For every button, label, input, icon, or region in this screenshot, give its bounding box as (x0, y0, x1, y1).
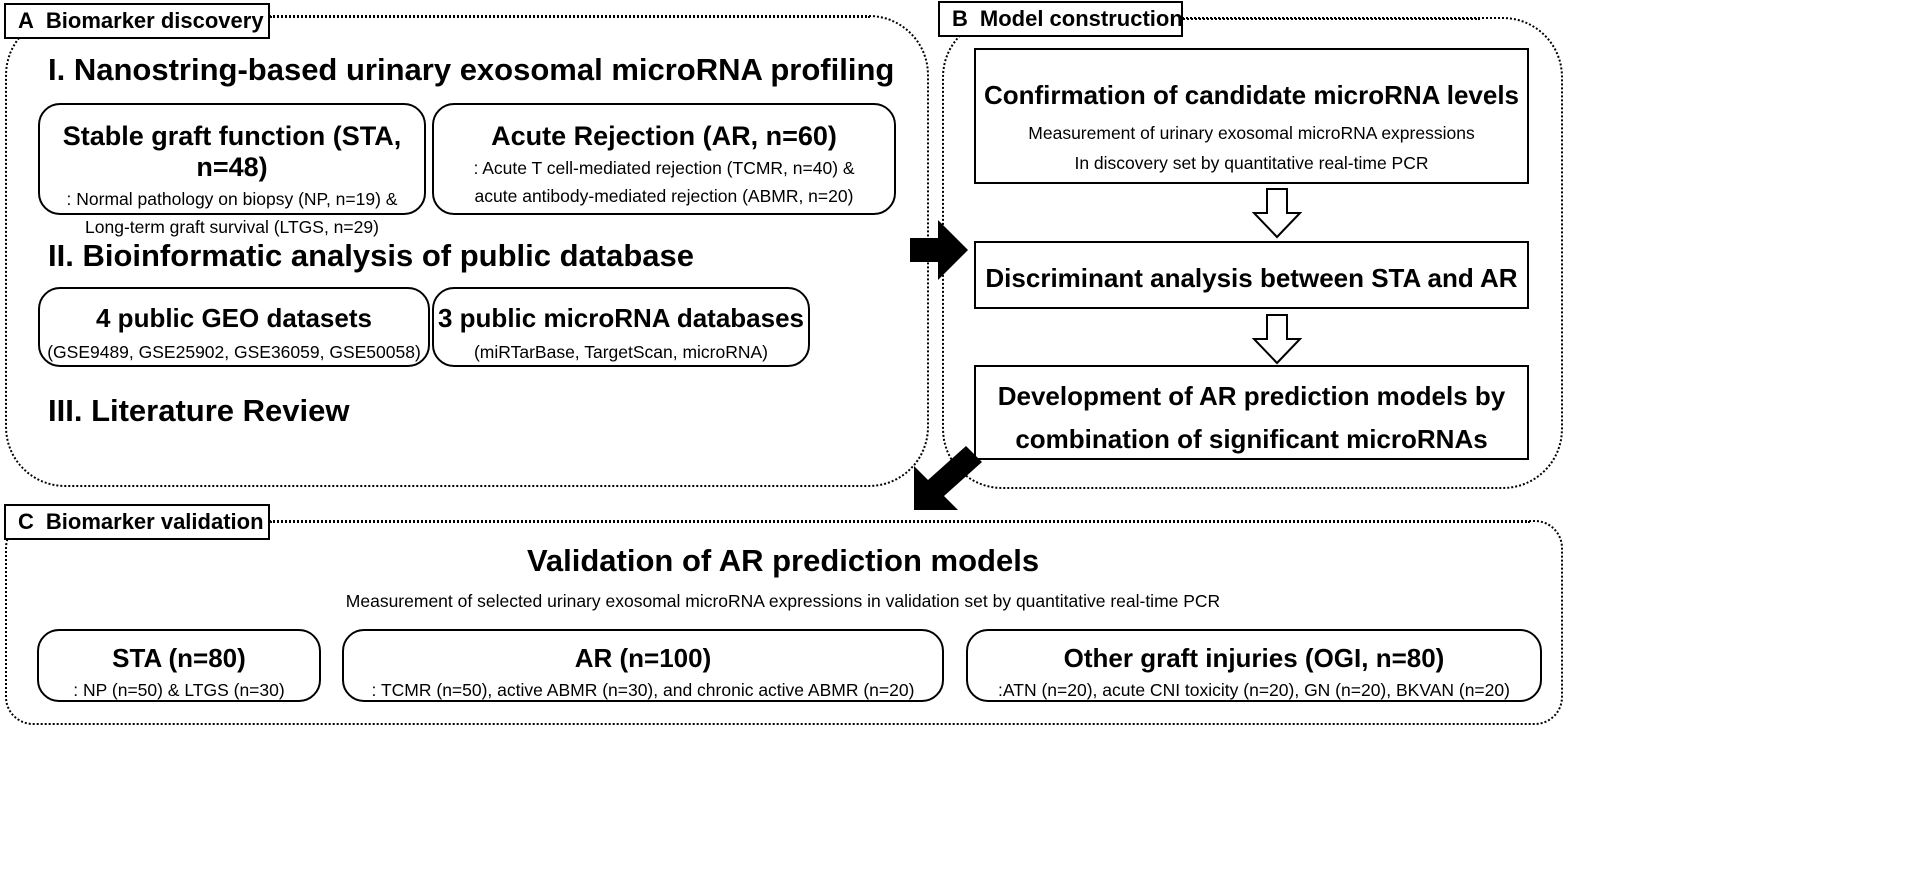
ar-validation-line1: : TCMR (n=50), active ABMR (n=30), and c… (371, 680, 915, 700)
mirna-databases-box: 3 public microRNA databases (miRTarBase,… (432, 287, 810, 367)
ar-validation-box: AR (n=100) : TCMR (n=50), active ABMR (n… (342, 629, 944, 702)
panel-a-label-text: Biomarker discovery (45, 8, 264, 33)
panel-b-label: B Model construction (938, 1, 1183, 37)
geo-datasets-line1: (GSE9489, GSE25902, GSE36059, GSE50058) (47, 342, 421, 362)
discriminant-title: Discriminant analysis between STA and AR (985, 263, 1518, 293)
down-arrow-icon (1252, 314, 1302, 365)
ogi-validation-title: Other graft injuries (OGI, n=80) (1063, 643, 1445, 673)
sta-discovery-line2: Long-term graft survival (LTGS, n=29) (85, 217, 379, 237)
mirna-databases-title: 3 public microRNA databases (437, 303, 805, 333)
panel-b-label-text: Model construction (979, 6, 1183, 31)
panel-b-letter: B (952, 6, 968, 31)
mirna-databases-line1: (miRTarBase, TargetScan, microRNA) (473, 342, 769, 362)
section-3-title: III. Literature Review (48, 393, 350, 428)
panel-b-top-line (1180, 18, 1480, 20)
validation-title: Validation of AR prediction models (526, 543, 1040, 578)
sta-discovery-title: Stable graft function (STA, n=48) (62, 121, 402, 182)
sta-validation-box: STA (n=80) : NP (n=50) & LTGS (n=30) (37, 629, 321, 702)
development-line1: Development of AR prediction models by (997, 381, 1506, 411)
panel-a-top-line (270, 16, 870, 18)
down-arrow-icon (1252, 188, 1302, 239)
ar-discovery-line1: : Acute T cell-mediated rejection (TCMR,… (473, 158, 855, 178)
sta-validation-title: STA (n=80) (112, 643, 246, 673)
discriminant-box: Discriminant analysis between STA and AR (974, 241, 1529, 309)
geo-datasets-box: 4 public GEO datasets (GSE9489, GSE25902… (38, 287, 430, 367)
development-line2: combination of significant microRNAs (1015, 424, 1488, 454)
development-box: Development of AR prediction models by c… (974, 365, 1529, 460)
confirmation-line2: In discovery set by quantitative real-ti… (1074, 153, 1429, 173)
section-2-title: II. Bioinformatic analysis of public dat… (48, 238, 694, 273)
panel-a-letter: A (18, 8, 34, 33)
ar-discovery-title: Acute Rejection (AR, n=60) (491, 121, 837, 151)
confirmation-title: Confirmation of candidate microRNA level… (983, 80, 1520, 110)
panel-c-label: C Biomarker validation (4, 504, 270, 540)
ogi-validation-line1: :ATN (n=20), acute CNI toxicity (n=20), … (998, 680, 1510, 700)
ar-discovery-line2: acute antibody-mediated rejection (ABMR,… (474, 186, 854, 206)
geo-datasets-title: 4 public GEO datasets (96, 303, 372, 333)
panel-c-letter: C (18, 509, 34, 534)
confirmation-line1: Measurement of urinary exosomal microRNA… (1028, 123, 1475, 143)
sta-discovery-box: Stable graft function (STA, n=48) : Norm… (38, 103, 426, 237)
section-1-title: I. Nanostring-based urinary exosomal mic… (48, 52, 895, 87)
sta-validation-line1: : NP (n=50) & LTGS (n=30) (73, 680, 285, 700)
panel-c-label-text: Biomarker validation (45, 509, 264, 534)
panel-a-label: A Biomarker discovery (4, 3, 270, 39)
ar-discovery-box: Acute Rejection (AR, n=60) : Acute T cel… (432, 103, 896, 215)
ogi-validation-box: Other graft injuries (OGI, n=80) :ATN (n… (966, 629, 1542, 702)
validation-subtitle: Measurement of selected urinary exosomal… (345, 591, 1221, 611)
panel-c-top-line (270, 521, 1530, 523)
sta-discovery-line1: : Normal pathology on biopsy (NP, n=19) … (66, 189, 398, 209)
arrow-down-left-icon (914, 446, 982, 510)
arrow-right-icon (910, 220, 968, 280)
ar-validation-title: AR (n=100) (574, 643, 712, 673)
confirmation-box: Confirmation of candidate microRNA level… (974, 48, 1529, 184)
